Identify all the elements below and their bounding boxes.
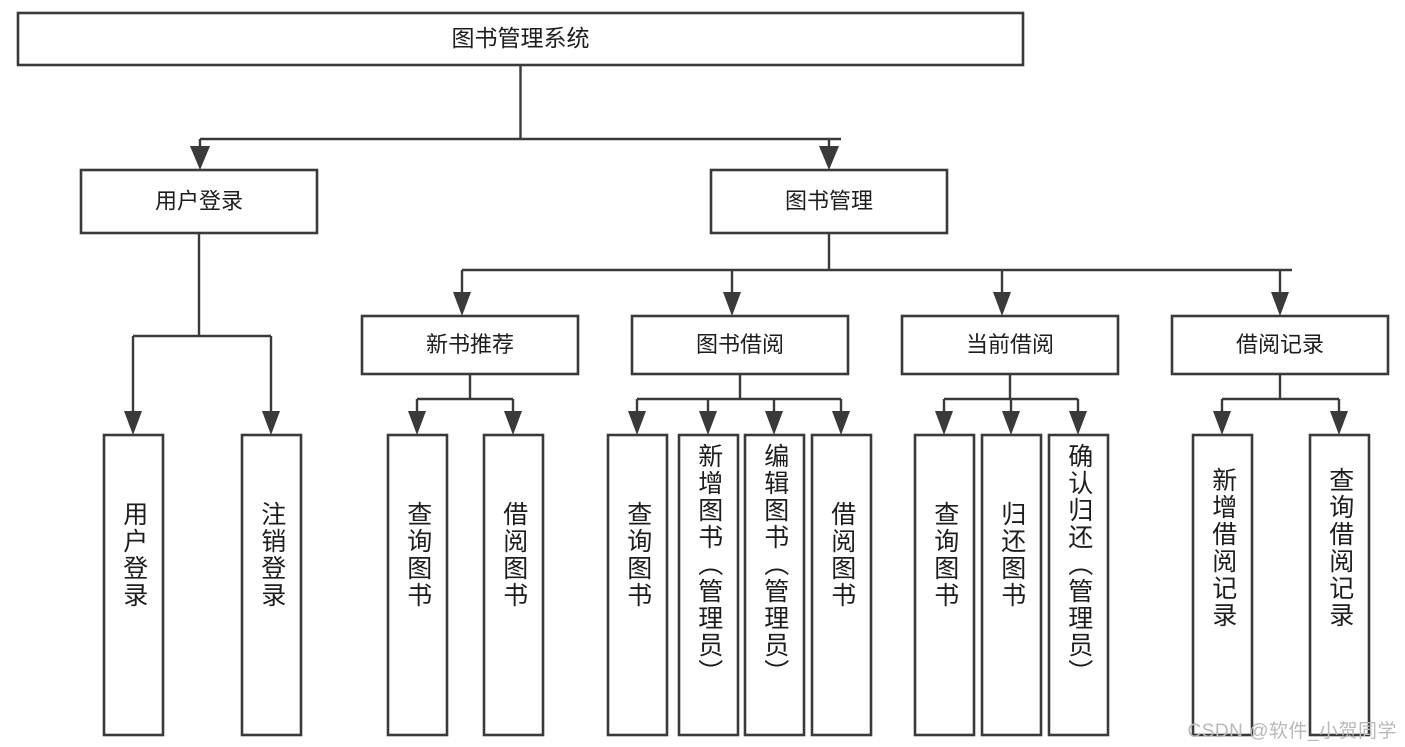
connector-bookmgmt-to-level3	[453, 233, 1292, 316]
leaf-box[interactable]	[482, 433, 545, 737]
node-current-borrow-label: 当前借阅	[966, 332, 1054, 357]
watermark-text: CSDN @软件_小贺同学	[1187, 721, 1397, 742]
leaf-box[interactable]	[980, 433, 1043, 737]
connector-borrow-to-leaves	[628, 374, 850, 435]
node-book-management-label: 图书管理	[785, 188, 873, 213]
leaf-box[interactable]	[677, 433, 740, 737]
leaf-box[interactable]	[913, 433, 976, 737]
node-user-login[interactable]: 用户登录	[79, 168, 319, 235]
leaf-box[interactable]	[606, 433, 669, 737]
node-new-book-recommend[interactable]: 新书推荐	[360, 314, 580, 376]
leaf-box[interactable]	[810, 433, 873, 737]
connector-root-to-level2	[190, 65, 841, 170]
node-book-borrow[interactable]: 图书借阅	[630, 314, 850, 376]
connector-userlogin-to-leaves	[124, 233, 280, 435]
node-current-borrow[interactable]: 当前借阅	[900, 314, 1120, 376]
node-borrow-records-label: 借阅记录	[1236, 332, 1324, 357]
leaf-box[interactable]	[102, 433, 165, 737]
connector-records-to-leaves	[1213, 374, 1348, 435]
connector-newbook-to-leaves	[408, 374, 522, 435]
node-borrow-records[interactable]: 借阅记录	[1170, 314, 1390, 376]
node-book-borrow-label: 图书借阅	[696, 332, 784, 357]
leaf-box[interactable]	[1047, 433, 1110, 737]
leaf-box[interactable]	[386, 433, 449, 737]
node-root-label: 图书管理系统	[452, 25, 590, 51]
node-user-login-label: 用户登录	[155, 188, 243, 213]
leaf-box[interactable]	[1191, 433, 1254, 737]
leaf-boxes	[102, 433, 1371, 737]
leaf-box[interactable]	[1308, 433, 1371, 737]
node-new-book-recommend-label: 新书推荐	[426, 332, 514, 357]
node-root[interactable]: 图书管理系统	[16, 11, 1025, 67]
leaf-box[interactable]	[743, 433, 806, 737]
leaf-box[interactable]	[240, 433, 303, 737]
connector-current-to-leaves	[935, 374, 1087, 435]
node-book-management[interactable]: 图书管理	[709, 168, 949, 235]
